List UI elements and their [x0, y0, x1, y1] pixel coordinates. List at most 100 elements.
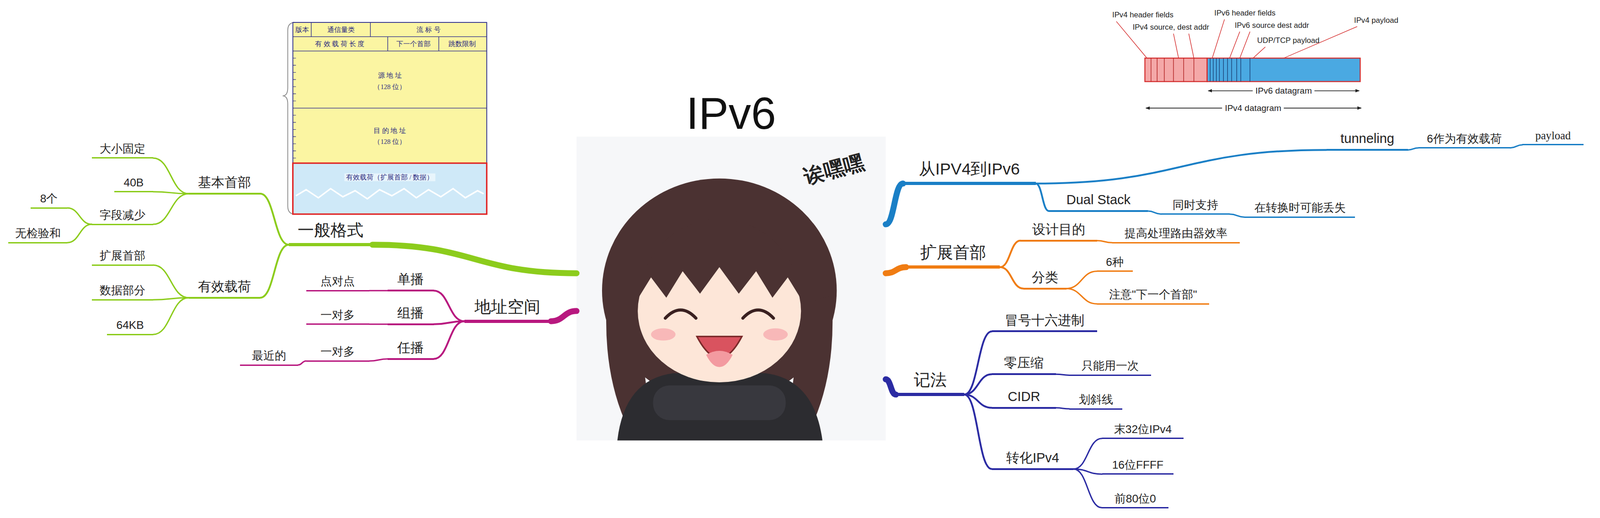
topic-text: 分类 — [1031, 269, 1059, 286]
header-grid — [293, 22, 487, 109]
branch-topic: payload — [1522, 128, 1584, 146]
payload-zigzag — [295, 188, 484, 199]
branch-line — [1097, 240, 1113, 243]
branch-topic: 只能用一次 — [1069, 359, 1152, 376]
branch-line — [1408, 148, 1419, 150]
branch-line — [369, 359, 388, 362]
tongue — [706, 351, 733, 368]
table-cell: （128 位） — [373, 82, 406, 91]
branch-line — [1066, 271, 1098, 289]
branch-topic: 末32位IPv4 — [1102, 422, 1184, 440]
branch-line — [153, 265, 189, 298]
topic-text: 一般格式 — [297, 220, 364, 241]
branch-topic: 6种 — [1097, 255, 1133, 272]
table-cell: 有效载荷（扩展首部 / 数据） — [344, 173, 436, 182]
topic-text: 基本首部 — [197, 174, 251, 191]
branch-line — [964, 331, 992, 395]
topic-text: 零压缩 — [1003, 355, 1044, 372]
topic-text: 数据部分 — [99, 283, 146, 298]
ipv6-header-figure — [282, 22, 487, 215]
topic-text: 同时支持 — [1172, 198, 1219, 212]
branch-topic: Dual Stack — [1049, 192, 1149, 213]
topic-text: 点对点 — [320, 274, 355, 288]
closed-eyes — [665, 310, 774, 319]
branch-topic: 转化IPv4 — [992, 450, 1074, 471]
branch-line — [999, 267, 1024, 289]
topic-text: 64KB — [116, 318, 144, 332]
blush — [650, 328, 676, 342]
arms — [653, 385, 786, 421]
branch-topic: 数据部分 — [91, 283, 154, 301]
topic-text: 注意"下一个首部" — [1109, 288, 1197, 302]
hoodie — [617, 373, 823, 441]
table-cell: 跳数限制 — [448, 40, 476, 48]
table-cell: 流 标 号 — [416, 25, 441, 34]
branch-line — [885, 183, 903, 225]
branch-line — [1066, 288, 1098, 304]
branch-line — [1056, 408, 1070, 410]
branch-topic: 最近的 — [240, 349, 299, 366]
branch-topic: 在转换时可能丢失 — [1244, 201, 1355, 218]
branch-topic: 有效载荷 — [188, 278, 261, 299]
topic-text: 8个 — [40, 192, 59, 206]
topic-text: 冒号十六进制 — [1004, 312, 1085, 329]
table-cell: （128 位） — [373, 138, 406, 146]
branch-line — [67, 208, 92, 225]
branch-topic: 点对点 — [306, 274, 370, 292]
figure-label: IPv6 source dest addr — [1234, 21, 1310, 30]
branch-line — [885, 379, 896, 395]
table-cell: 源 地 址 — [378, 71, 402, 80]
table-cell: 通信量类 — [327, 25, 355, 34]
branch-topic: 64KB — [106, 318, 153, 336]
branch-topic: 8个 — [30, 192, 68, 209]
topic-text: 转化IPv4 — [1006, 450, 1060, 467]
branch-topic: 分类 — [1023, 269, 1067, 290]
branch-topic: 零压缩 — [992, 355, 1057, 376]
ipv4-field-lines — [1151, 58, 1195, 82]
topic-text: 记法 — [913, 370, 947, 391]
branch-line — [260, 193, 289, 246]
topic-text: 扩展首部 — [99, 249, 146, 263]
topic-text: IPv6 — [686, 90, 777, 136]
topic-text: 无检验和 — [15, 226, 61, 240]
branch-line — [1073, 438, 1103, 470]
dimension-label: IPv6 datagram — [1252, 85, 1315, 96]
branch-line — [550, 311, 577, 322]
topic-text: Dual Stack — [1066, 192, 1131, 208]
topic-text: 字段减少 — [99, 208, 146, 222]
branch-line — [885, 267, 907, 274]
branch-line — [1510, 144, 1523, 149]
topic-text: 提高处理路由器效率 — [1124, 226, 1228, 240]
branch-line — [67, 224, 92, 243]
branch-line — [369, 290, 388, 292]
bangs — [634, 218, 805, 305]
branch-topic: 地址空间 — [464, 297, 552, 324]
branch-line — [1056, 374, 1070, 376]
branch-line — [433, 290, 465, 322]
picture-ground — [576, 136, 886, 441]
branch-line — [153, 298, 189, 335]
topic-text: payload — [1535, 128, 1571, 143]
branch-topic: 扩展首部 — [906, 243, 1000, 269]
topic-text: 诶嘿嘿 — [800, 149, 867, 190]
central-topic: IPv6 诶嘿嘿 — [576, 87, 886, 441]
topic-text: 一对多 — [320, 345, 355, 359]
branch-line — [999, 240, 1021, 268]
ipv4-header-bar — [1144, 58, 1207, 82]
branch-topic: 组播 — [387, 305, 434, 326]
figure-label: IPv6 header fields — [1214, 8, 1276, 18]
header-box — [293, 22, 487, 164]
branch-topic: 冒号十六进制 — [992, 312, 1098, 333]
topic-text: 40B — [123, 176, 144, 190]
branch-topic: 任播 — [387, 340, 434, 361]
branch-topic: 一对多 — [306, 345, 370, 362]
topic-text: 前80位0 — [1114, 492, 1157, 506]
blush — [763, 328, 789, 342]
branch-line — [1035, 183, 1050, 212]
topic-text: 6种 — [1105, 255, 1124, 269]
branch-topic: 16位FFFF — [1102, 458, 1174, 475]
